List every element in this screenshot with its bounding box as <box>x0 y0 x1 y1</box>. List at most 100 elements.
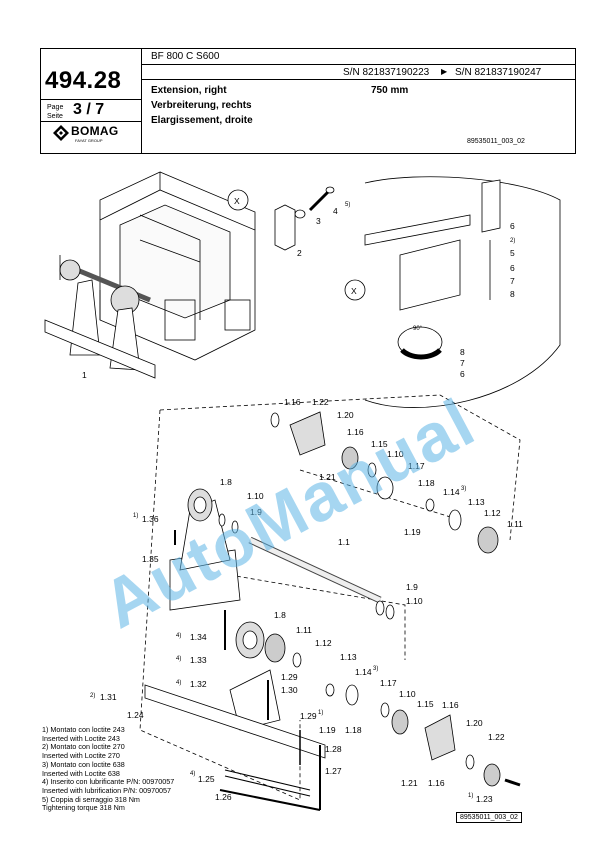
callout-1-22: 1.22 <box>312 397 329 407</box>
serial-from: S/N 821837190223 <box>343 67 430 78</box>
callout-1-30: 1.30 <box>281 685 298 695</box>
header-rule <box>141 79 575 80</box>
callout-1-29: 1.29 <box>300 711 317 721</box>
parts-upper-chain <box>218 411 499 620</box>
callout-1-9: 1.9 <box>250 507 262 517</box>
note-1: 1) <box>318 710 323 716</box>
note-3: 3) <box>461 486 466 492</box>
callout-1-27: 1.27 <box>325 766 342 776</box>
callout-1: 1 <box>82 370 87 380</box>
footnotes: 1) Montato con loctite 243 Inserted with… <box>42 725 175 813</box>
bomag-diamond-icon <box>53 125 69 141</box>
bearing-stand-upper <box>169 488 241 611</box>
header-divider <box>141 49 142 153</box>
footnote-line: 3) Montato con loctite 638 <box>42 759 125 769</box>
footnote-line: 4) Inserito con lubrificante P/N: 009700… <box>42 777 175 787</box>
callout-1-10: 1.10 <box>399 689 416 699</box>
callout-1-15: 1.15 <box>371 439 388 449</box>
callout-labels: X X 90° 1 2 3 4 5) 6 2) 5 6 7 8 8 7 6 1.… <box>82 196 523 804</box>
rotation-90-icon <box>397 326 443 360</box>
callout-1-14: 1.14 <box>355 667 372 677</box>
footnote-line: Inserted with Loctite 243 <box>42 733 120 743</box>
callout-x: X <box>351 286 357 296</box>
detail-x-marker <box>344 279 366 301</box>
callout-1-10: 1.10 <box>406 596 423 606</box>
callout-7: 7 <box>510 276 515 286</box>
callout-1-13: 1.13 <box>468 497 485 507</box>
callout-1-33: 1.33 <box>190 655 207 665</box>
callout-1-34: 1.34 <box>190 632 207 642</box>
extension-width: 750 mm <box>371 85 409 96</box>
callout-2: 2 <box>297 248 302 258</box>
note-2: 2) <box>510 238 515 244</box>
callout-1-14: 1.14 <box>443 487 460 497</box>
note-2: 2) <box>90 693 95 699</box>
roller-support-upper <box>44 255 156 379</box>
callout-1-11: 1.11 <box>507 519 523 529</box>
angle-label: 90° <box>413 326 423 332</box>
drawing-number-box: 89535011_003_02 <box>456 812 522 823</box>
callout-1-10: 1.10 <box>387 449 404 459</box>
note-4: 4) <box>190 771 195 777</box>
footnote-line: Inserted with Loctite 270 <box>42 751 120 761</box>
callout-1-19: 1.19 <box>404 527 421 537</box>
callout-1-21: 1.21 <box>319 472 336 482</box>
top-fasteners <box>274 186 335 251</box>
note-4: 4) <box>176 656 181 662</box>
header-rule <box>41 99 141 100</box>
footnote-line: Tightening torque 318 Nm <box>42 803 125 813</box>
page-number: 494.28 <box>45 67 122 94</box>
note-5: 5) <box>345 202 350 208</box>
callout-6: 6 <box>460 369 465 379</box>
header-rule <box>141 64 575 65</box>
footnote-line: Inserted with lubrification P/N: 0097005… <box>42 785 172 795</box>
callout-1-11: 1.11 <box>296 625 312 635</box>
callout-1-20: 1.20 <box>466 718 483 728</box>
callout-3: 3 <box>316 216 321 226</box>
footnote-line: 2) Montato con loctite 270 <box>42 742 125 752</box>
callout-1-16: 1.16 <box>442 700 459 710</box>
logo-brand: BOMAG <box>71 124 119 138</box>
callout-6: 6 <box>510 263 515 273</box>
callout-6: 6 <box>510 221 515 231</box>
page-label: Page Seite <box>47 103 63 121</box>
detail-x-marker <box>227 189 249 211</box>
page-indicator: 3 / 7 <box>73 101 105 118</box>
callout-1-29: 1.29 <box>281 672 298 682</box>
callout-8: 8 <box>510 289 515 299</box>
title-de: Verbreiterung, rechts <box>151 100 252 111</box>
callout-1-15: 1.15 <box>417 699 434 709</box>
note-1: 1) <box>133 513 138 519</box>
callout-1-24: 1.24 <box>127 710 144 720</box>
drawing-code: 89535011_003_02 <box>467 138 525 145</box>
callout-4: 4 <box>333 206 338 216</box>
note-3: 3) <box>373 666 378 672</box>
serial-to: S/N 821837190247 <box>455 67 542 78</box>
callout-1-19: 1.19 <box>319 725 336 735</box>
callout-1-8: 1.8 <box>220 477 232 487</box>
callout-1-1: 1.1 <box>338 537 350 547</box>
callout-1-36: 1.36 <box>142 514 159 524</box>
header-rule <box>41 121 141 122</box>
page-label-de: Seite <box>47 113 63 120</box>
callout-x: X <box>234 196 240 206</box>
footnote-line: Inserted with Loctite 638 <box>42 768 120 778</box>
callout-1-17: 1.17 <box>408 461 425 471</box>
footnote-line: 5) Coppia di serraggio 318 Nm <box>42 794 140 804</box>
parts-lower-chain <box>264 633 521 787</box>
callout-1-16: 1.16 <box>347 427 364 437</box>
callout-1-9: 1.9 <box>406 582 418 592</box>
callout-1-26: 1.26 <box>215 792 232 802</box>
callout-1-10: 1.10 <box>247 491 264 501</box>
note-4: 4) <box>176 633 181 639</box>
title-en: Extension, right <box>151 85 227 96</box>
callout-8: 8 <box>460 347 465 357</box>
callout-1-12: 1.12 <box>315 638 332 648</box>
callout-1-31: 1.31 <box>100 692 117 702</box>
callout-1-18: 1.18 <box>345 725 362 735</box>
title-fr: Elargissement, droite <box>151 115 253 126</box>
callout-1-16: 1.16 <box>284 397 301 407</box>
note-1: 1) <box>468 793 473 799</box>
callout-1-35: 1.35 <box>142 554 159 564</box>
